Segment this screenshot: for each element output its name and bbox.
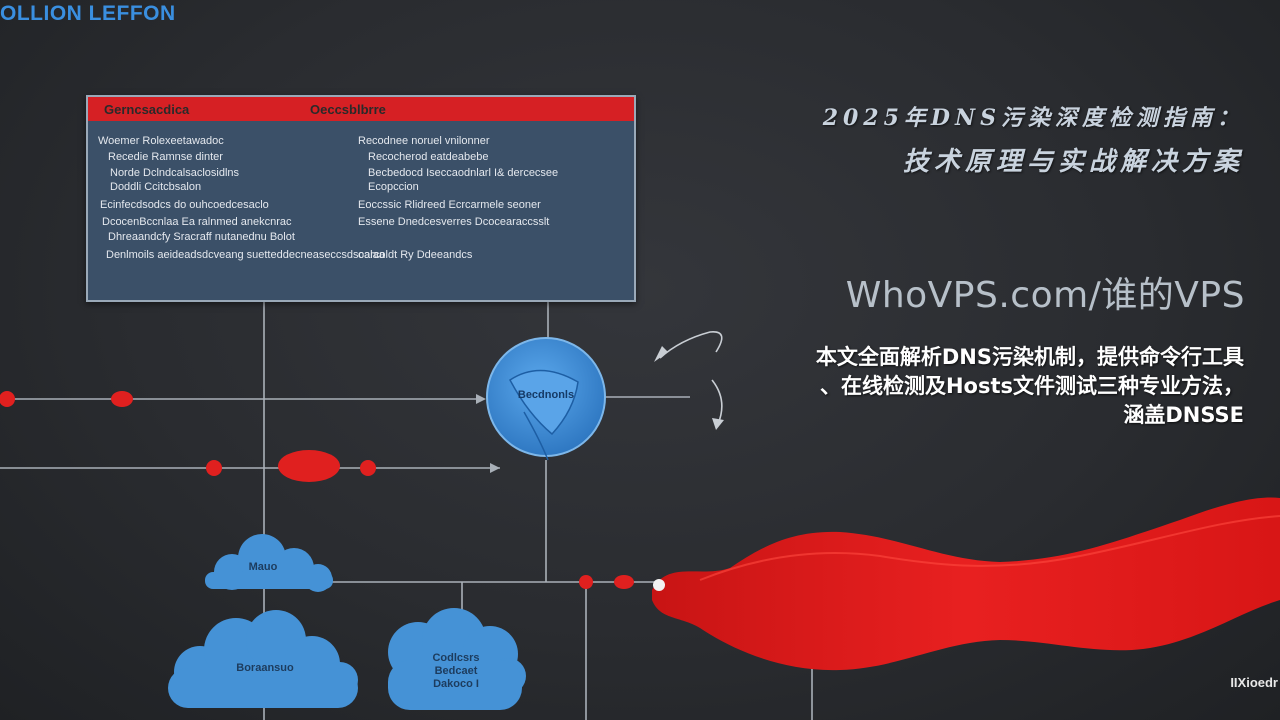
cloud-left [168, 610, 358, 708]
red-wave-shape [652, 497, 1280, 671]
panel-left-line: Ecinfecdsodcs do ouhcoedcesaclo [100, 199, 269, 211]
site-name: WhoVPS.com/谁的VPS [845, 275, 1245, 316]
panel-left-line: DcocenBccnlaa Ea ralnmed anekcnrac [102, 216, 292, 228]
white-node-marker [653, 579, 665, 591]
cloud-top [205, 534, 333, 592]
cloud-left-label: Boraansuo [236, 662, 294, 674]
panel-footer-line: oarcoldt Ry Ddeeandcs [358, 249, 473, 261]
panel-left-line: Doddli Ccitcbsalon [110, 181, 202, 193]
curved-arrow-heads [654, 346, 724, 430]
cloud-right [388, 608, 526, 710]
panel-right-line: Ecopccion [368, 181, 419, 193]
panel-header-right: Oeccsblbrre [310, 102, 386, 117]
panel-left-line: Woemer Rolexeetawadoc [98, 135, 224, 147]
summary-line: 涵盖DNSSE [1123, 403, 1244, 427]
hub-inner-ribbon [523, 411, 549, 461]
corner-logo-text: OLLION LEFFON [0, 2, 176, 25]
panel-left-line: Dhreaandcfy Sracraff nutanednu Bolot [108, 231, 295, 243]
article-title-line-1: 2025年DNS污染深度检测指南： [822, 105, 1244, 131]
cloud-right-label: Codlcsrs Bedcaet Dakoco I [418, 652, 494, 691]
red-nodes [0, 391, 634, 589]
arrow-heads [476, 394, 500, 473]
corner-mark-text: IIXioedr [1230, 675, 1278, 690]
summary-line: 、在线检测及Hosts文件测试三种专业方法， [819, 374, 1244, 398]
panel-right-line: Recocherod eatdeabebe [368, 151, 489, 163]
cloud-right-label-line: Dakoco I [433, 678, 479, 690]
info-panel: Gerncsacdica Oeccsblbrre Woemer Rolexeet… [86, 95, 636, 302]
panel-left-line: Norde Dclndcalsaclosidlns [110, 167, 240, 179]
red-wave-highlight [699, 515, 1280, 581]
cloud-top-label: Mauo [248, 561, 278, 573]
panel-header-left: Gerncsacdica [104, 102, 190, 117]
summary-line: 本文全面解析DNS污染机制，提供命令行工具 [815, 345, 1244, 369]
cloud-right-label-line: Bedcaet [434, 665, 478, 677]
panel-left-line: Denlmoils aeideadsdcveang suetteddecneas… [106, 249, 385, 261]
panel-right-line: Eoccssic Rlidreed Ecrcarmele seoner [358, 199, 541, 211]
article-title: 2025年DNS污染深度检测指南： 技术原理与实战解决方案 [823, 96, 1244, 184]
article-title-line-2: 技术原理与实战解决方案 [902, 147, 1244, 177]
article-summary: 本文全面解析DNS污染机制，提供命令行工具 、在线检测及Hosts文件测试三种专… [704, 343, 1244, 430]
cloud-right-label-line: Codlcsrs [432, 652, 480, 664]
panel-right-line: Recodnee noruel vnilonner [358, 135, 490, 147]
panel-right-line: Essene Dnedcesverres Dcocearaccsslt [358, 216, 550, 228]
hub-inner-shape [509, 369, 579, 436]
panel-right-line: Becbedocd Iseccaodnlarl I& dercecsee [368, 167, 559, 179]
info-panel-body: Woemer Rolexeetawadoc Recedie Ramnse din… [88, 121, 634, 301]
panel-left-line: Recedie Ramnse dinter [108, 151, 223, 163]
info-panel-header: Gerncsacdica Oeccsblbrre [88, 97, 634, 121]
hub-label: Becdnonls [517, 389, 575, 401]
